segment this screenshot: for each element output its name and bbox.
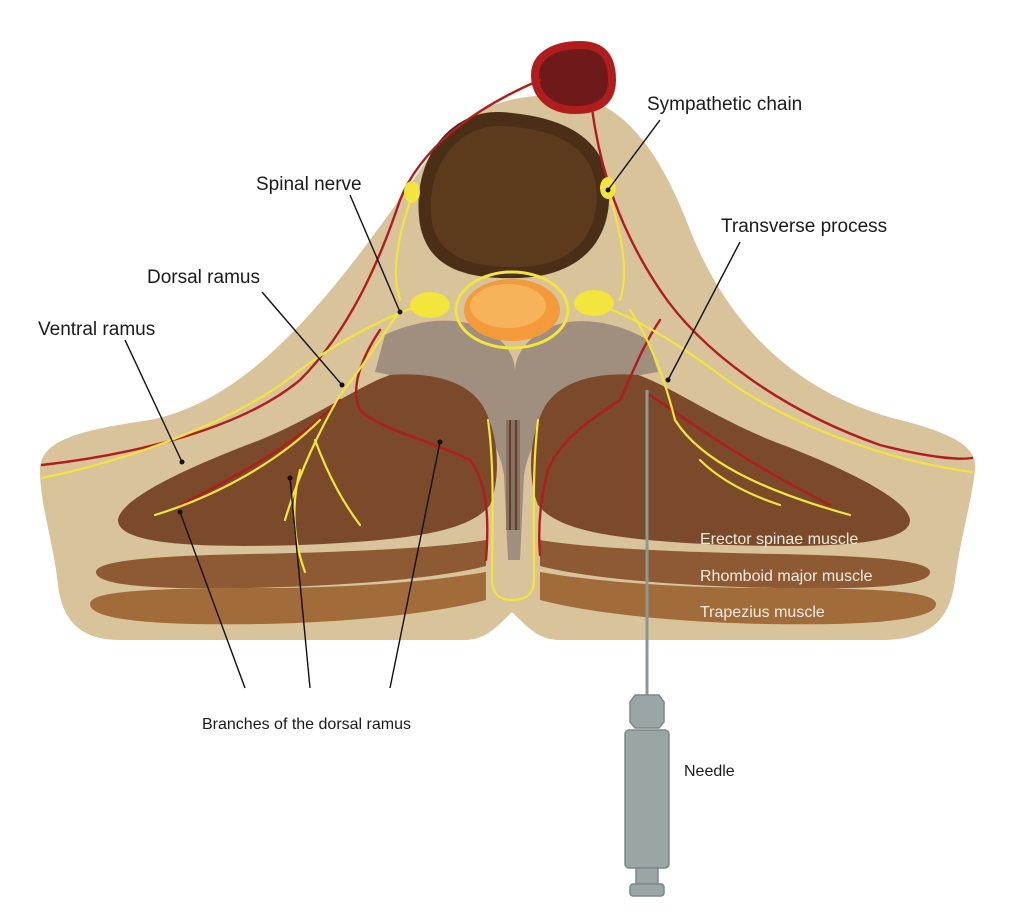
dural-sheath — [454, 270, 570, 350]
sympathetic-connection-left — [394, 193, 414, 302]
spinal-nerve-ganglion-right — [574, 290, 614, 316]
dorsal-branch-vessel-right — [648, 393, 832, 507]
label-needle: Needle — [684, 763, 735, 780]
dorsal-vessel-right — [538, 318, 662, 557]
leader-spinal-nerve — [349, 194, 401, 313]
spinal-cord-highlight — [470, 284, 546, 328]
leader-dorsal-branch-3 — [389, 441, 441, 689]
trapezius-left — [90, 572, 486, 625]
ventral-ramus-right — [598, 303, 974, 474]
leader-dot-sympathetic — [605, 187, 611, 193]
leader-dot-transverse — [665, 377, 671, 383]
dorsal-ramus-left — [283, 308, 402, 522]
label-transverse-process: Transverse process — [721, 216, 887, 237]
leader-dorsal-branch-1 — [179, 511, 246, 689]
rhomboid-major-right — [540, 540, 930, 589]
needle-barrel — [624, 729, 670, 869]
label-branches-dorsal-ramus: Branches of the dorsal ramus — [202, 716, 411, 733]
rhomboid-major-left — [96, 540, 486, 589]
label-rhomboid-major: Rhomboid major muscle — [700, 568, 873, 585]
spinal-nerve-ganglion-left — [410, 292, 450, 318]
needle-plunger — [635, 867, 659, 885]
medial-branch-sheath — [486, 418, 540, 602]
dorsal-vessel-left — [354, 328, 489, 562]
leader-dot-ventral-ramus — [179, 459, 185, 465]
needle-plunger-cap — [629, 883, 665, 897]
trapezius-right — [540, 572, 936, 625]
dorsal-branch-left-1 — [153, 418, 322, 517]
sympathetic-connection-right — [606, 188, 626, 302]
vertebral-body-inner — [430, 125, 597, 268]
label-trapezius: Trapezius muscle — [700, 604, 825, 621]
leader-transverse-process — [667, 241, 741, 381]
leader-ventral-ramus — [124, 339, 183, 463]
leader-dot-branch-2 — [287, 475, 293, 481]
label-sympathetic-chain: Sympathetic chain — [647, 94, 802, 115]
label-ventral-ramus: Ventral ramus — [38, 319, 155, 340]
needle-hub — [629, 694, 665, 729]
dorsal-branch-vessel-left — [178, 398, 342, 507]
dorsal-branch-right-1 — [698, 458, 782, 507]
erector-spinae-right — [531, 374, 910, 546]
leader-dot-spinal-nerve — [397, 309, 403, 315]
spinous-process — [506, 420, 520, 530]
dorsal-ramus-right — [628, 308, 852, 517]
aorta — [530, 40, 617, 115]
label-spinal-nerve: Spinal nerve — [256, 174, 362, 195]
leader-dot-branch-1 — [177, 509, 183, 515]
dorsal-branch-left-3 — [313, 438, 362, 527]
label-erector-spinae: Erector spinae muscle — [700, 531, 858, 548]
leader-dot-branch-3 — [437, 439, 443, 445]
leader-dot-dorsal-ramus — [339, 382, 345, 388]
leader-dorsal-branch-2 — [289, 477, 311, 689]
leader-sympathetic-chain — [607, 119, 661, 191]
sympathetic-ganglion-left — [404, 181, 420, 203]
leader-dorsal-ramus — [261, 291, 343, 386]
label-dorsal-ramus: Dorsal ramus — [147, 267, 260, 288]
ventral-ramus-left — [40, 303, 422, 480]
